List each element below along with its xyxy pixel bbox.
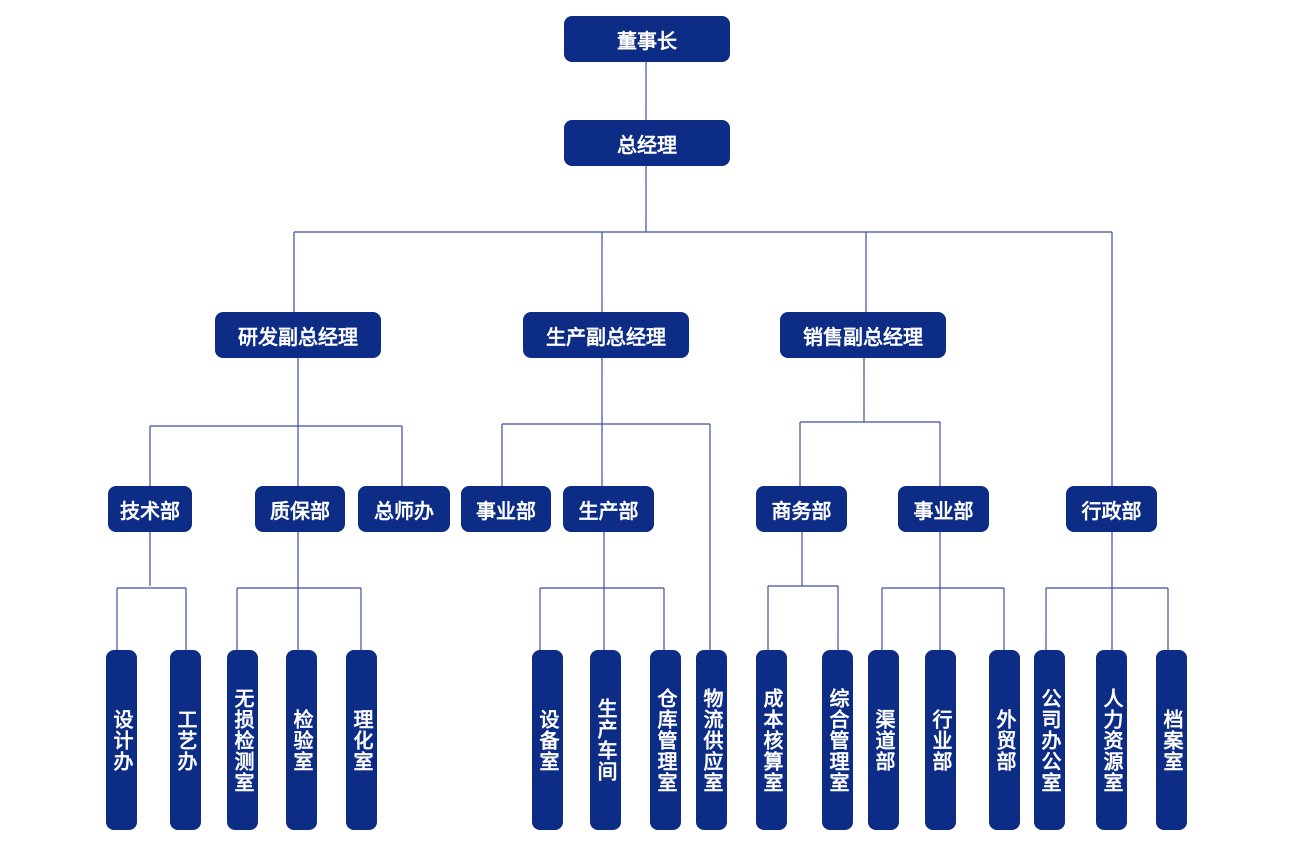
unit-process-office: 工艺办 [170, 650, 201, 830]
unit-logistics-room: 物流供应室 [696, 650, 727, 830]
admin-dept-box: 行政部 [1066, 486, 1157, 532]
unit-label: 工艺办 [174, 708, 198, 772]
unit-label: 无损检测室 [231, 687, 255, 793]
chief-engineer-office-box: 总师办 [358, 486, 450, 532]
unit-label: 人力资源室 [1100, 687, 1124, 793]
unit-foreign-trade-dept: 外贸部 [989, 650, 1020, 830]
qa-dept-box: 质保部 [255, 486, 345, 532]
unit-equipment-room: 设备室 [532, 650, 563, 830]
unit-archives-room: 档案室 [1156, 650, 1187, 830]
commerce-dept-box: 商务部 [756, 486, 847, 532]
unit-label: 生产车间 [594, 698, 618, 782]
general-manager-box: 总经理 [564, 120, 730, 166]
unit-warehouse-room: 仓库管理室 [650, 650, 681, 830]
unit-label: 档案室 [1160, 708, 1184, 772]
unit-label: 综合管理室 [826, 687, 850, 793]
unit-workshop: 生产车间 [590, 650, 621, 830]
unit-physchem-room: 理化室 [346, 650, 377, 830]
production-business-dept-box: 事业部 [461, 486, 551, 532]
sales-business-dept-box: 事业部 [898, 486, 989, 532]
unit-label: 行业部 [929, 708, 953, 772]
unit-label: 设计办 [110, 708, 134, 772]
vp-sales-box: 销售副总经理 [780, 312, 946, 358]
unit-label: 渠道部 [872, 708, 896, 772]
unit-label: 公司办公室 [1038, 687, 1062, 793]
tech-dept-box: 技术部 [108, 486, 192, 532]
unit-label: 仓库管理室 [654, 687, 678, 793]
unit-label: 成本核算室 [760, 687, 784, 793]
vp-rd-box: 研发副总经理 [215, 312, 381, 358]
unit-general-management-room: 综合管理室 [822, 650, 853, 830]
unit-ndt-room: 无损检测室 [227, 650, 258, 830]
chairman-box: 董事长 [564, 16, 730, 62]
unit-label: 检验室 [290, 708, 314, 772]
unit-cost-accounting-room: 成本核算室 [756, 650, 787, 830]
unit-company-office: 公司办公室 [1034, 650, 1065, 830]
unit-label: 外贸部 [993, 708, 1017, 772]
unit-channel-dept: 渠道部 [868, 650, 899, 830]
unit-industry-dept: 行业部 [925, 650, 956, 830]
unit-inspection-room: 检验室 [286, 650, 317, 830]
unit-label: 理化室 [350, 708, 374, 772]
unit-hr-room: 人力资源室 [1096, 650, 1127, 830]
unit-design-office: 设计办 [106, 650, 137, 830]
unit-label: 设备室 [536, 708, 560, 772]
vp-production-box: 生产副总经理 [523, 312, 689, 358]
production-dept-box: 生产部 [563, 486, 654, 532]
unit-label: 物流供应室 [700, 687, 724, 793]
